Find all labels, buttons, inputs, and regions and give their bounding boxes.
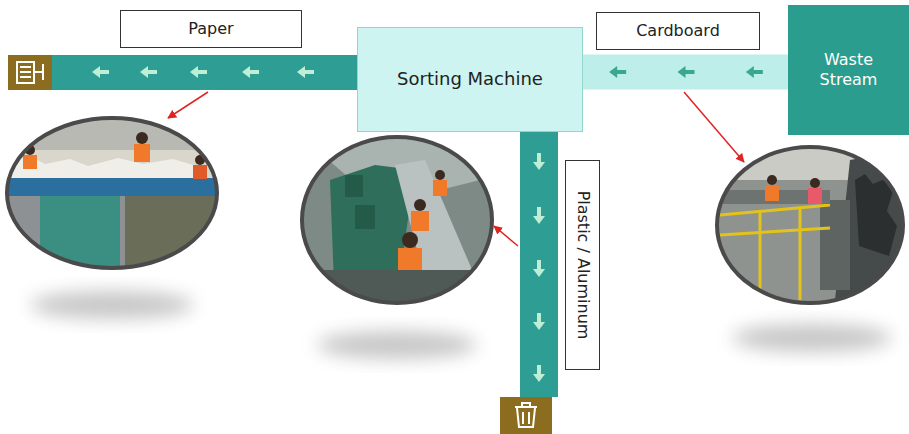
- photo-shadow: [30, 291, 194, 319]
- conveyor-band: [583, 55, 788, 90]
- cardboard-sorting-photo: [710, 140, 909, 310]
- flow-arrow: [609, 66, 626, 78]
- node-label: Plastic / Aluminum: [573, 191, 593, 340]
- plastic-conveyor: [520, 132, 558, 397]
- waste-stream-box: Waste Stream: [788, 5, 909, 135]
- plastic-sorting-photo: [300, 135, 500, 310]
- flow-arrows: [533, 153, 545, 382]
- trash-symbol: [515, 403, 537, 427]
- leader-line: [494, 226, 518, 246]
- conveyor-label: Plastic / Aluminum: [565, 160, 600, 370]
- sorting-machine-box: Sorting Machine: [357, 27, 583, 132]
- node-label: Paper: [188, 19, 233, 39]
- node-label: Cardboard: [636, 21, 720, 41]
- paper-sorting-photo: [0, 110, 230, 280]
- conveyor-label: Paper: [120, 10, 302, 48]
- paper-conveyor: [52, 55, 357, 90]
- leader-line: [168, 92, 208, 118]
- node-label: Sorting Machine: [397, 68, 543, 91]
- photo-frame: [7, 118, 217, 268]
- flow-arrow: [678, 66, 695, 78]
- trash-icon: [500, 397, 552, 434]
- leader-line: [684, 92, 744, 162]
- flow-arrows: [92, 66, 314, 78]
- compactor-symbol: [17, 62, 43, 83]
- conveyor-connector: [583, 66, 788, 78]
- compactor-icon: [8, 55, 52, 90]
- photo-frame: [302, 137, 492, 303]
- photo-shadow: [732, 324, 892, 352]
- photo-frame: [717, 147, 903, 303]
- flow-arrow: [746, 66, 763, 78]
- photo-shadow: [317, 331, 477, 359]
- node-label: Waste Stream: [796, 50, 901, 90]
- conveyor-label: Cardboard: [596, 12, 760, 50]
